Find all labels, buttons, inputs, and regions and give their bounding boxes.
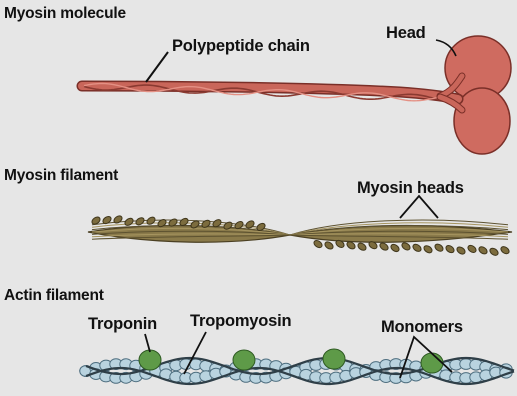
- monomers-label: Monomers: [381, 318, 463, 337]
- troponin-label: Troponin: [88, 315, 157, 334]
- filament-head: [456, 245, 467, 255]
- myosin-molecule-title: Myosin molecule: [4, 5, 126, 23]
- troponin-complex: [139, 350, 161, 370]
- filament-head: [467, 244, 478, 254]
- filament-head: [489, 247, 500, 257]
- filament-head: [324, 240, 335, 250]
- troponin-leader: [145, 334, 150, 352]
- filament-head: [135, 216, 146, 226]
- polypeptide-chain-leader: [146, 52, 168, 82]
- filament-head: [445, 244, 456, 254]
- myosin-tail: [82, 76, 462, 110]
- filament-head: [113, 214, 124, 224]
- troponin-complex: [233, 350, 255, 370]
- actin-filament-title: Actin filament: [4, 287, 104, 305]
- myosin-filament: [88, 196, 512, 257]
- filament-head: [124, 217, 135, 227]
- filament-head: [146, 216, 157, 226]
- filament-head: [412, 243, 423, 253]
- tropomyosin-label: Tropomyosin: [190, 312, 291, 331]
- actin-filament: [80, 332, 514, 384]
- polypeptide-chain-label: Polypeptide chain: [172, 37, 310, 56]
- myosin-heads-label: Myosin heads: [357, 179, 464, 198]
- head-label: Head: [386, 24, 426, 43]
- filament-head: [423, 244, 434, 254]
- filament-head: [401, 241, 412, 251]
- filament-head: [434, 243, 445, 253]
- myosin-heads-leader: [400, 196, 438, 218]
- filament-head: [313, 239, 324, 249]
- filament-head: [379, 242, 390, 252]
- filament-head: [357, 242, 368, 252]
- filament-head: [500, 245, 511, 255]
- troponin-complex: [421, 353, 443, 373]
- filament-head: [390, 243, 401, 253]
- filament-head: [478, 245, 489, 255]
- myosin-filament-title: Myosin filament: [4, 167, 118, 185]
- troponin-complex: [323, 349, 345, 369]
